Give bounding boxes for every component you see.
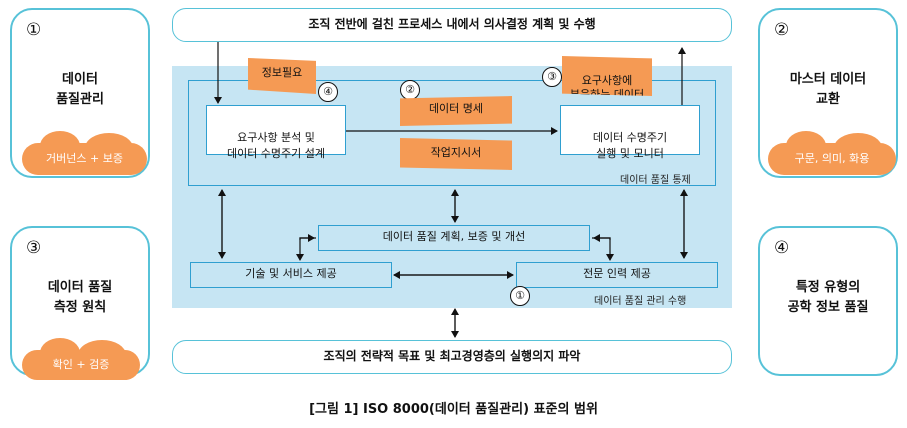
card-number: ③ bbox=[26, 238, 42, 258]
card-engineering-info-quality: ④ 특정 유형의 공학 정보 품질 bbox=[758, 226, 898, 376]
quality-plan-label: 데이터 품질 계획, 보증 및 개선 bbox=[382, 230, 526, 243]
top-bar-label: 조직 전반에 걸친 프로세스 내에서 의사결정 계획 및 수행 bbox=[308, 17, 596, 31]
top-bar: 조직 전반에 걸친 프로세스 내에서 의사결정 계획 및 수행 bbox=[172, 8, 732, 42]
flag-conforming-data: 요구사항에 부응하는 데이터 bbox=[562, 56, 652, 96]
bottom-bar-label: 조직의 전략적 목표 및 최고경영층의 실행의지 파악 bbox=[323, 349, 581, 363]
quality-management-label: 데이터 품질 관리 수행 bbox=[594, 296, 687, 307]
flag-label: 작업지시서 bbox=[430, 146, 482, 159]
cloud-validation: 확인 + 검증 bbox=[22, 338, 140, 380]
bottom-bar: 조직의 전략적 목표 및 최고경영층의 실행의지 파악 bbox=[172, 340, 732, 374]
card-title: 마스터 데이터 교환 bbox=[789, 72, 867, 107]
cloud-label: 거버넌스 + 보증 bbox=[46, 152, 123, 165]
figure-caption: [그림 1] ISO 8000(데이터 품질관리) 표준의 범위 bbox=[309, 402, 598, 417]
flag-label: 정보필요 bbox=[261, 66, 303, 79]
card-number: ② bbox=[774, 20, 790, 40]
step-number-4: ④ bbox=[318, 82, 338, 102]
card-number: ① bbox=[26, 20, 42, 40]
step-number-1: ① bbox=[510, 286, 530, 306]
step-number-2: ② bbox=[400, 80, 420, 100]
tech-service-box: 기술 및 서비스 제공 bbox=[190, 262, 392, 288]
card-title: 데이터 품질 측정 원칙 bbox=[47, 280, 113, 315]
quality-plan-box: 데이터 품질 계획, 보증 및 개선 bbox=[318, 225, 590, 251]
card-title: 데이터 품질관리 bbox=[56, 72, 104, 107]
cloud-governance-assurance: 거버넌스 + 보증 bbox=[22, 131, 147, 175]
step-number-3: ③ bbox=[542, 67, 562, 87]
requirements-analysis-box: 요구사항 분석 및 데이터 수명주기 설계 bbox=[206, 105, 346, 160]
flag-data-specification: 데이터 명세 bbox=[400, 96, 512, 126]
cloud-syntax-semantics: 구문, 의미, 화용 bbox=[768, 131, 896, 175]
requirements-analysis-label: 요구사항 분석 및 데이터 수명주기 설계 bbox=[226, 131, 326, 160]
flag-label: 데이터 명세 bbox=[428, 102, 484, 115]
expert-staff-box: 전문 인력 제공 bbox=[516, 262, 718, 288]
expert-staff-label: 전문 인력 제공 bbox=[583, 267, 651, 280]
card-number: ④ bbox=[774, 238, 790, 258]
tech-service-label: 기술 및 서비스 제공 bbox=[245, 267, 337, 280]
flag-label: 요구사항에 부응하는 데이터 bbox=[570, 74, 645, 101]
quality-control-label: 데이터 품질 통제 bbox=[620, 175, 691, 186]
card-title: 특정 유형의 공학 정보 품질 bbox=[787, 280, 869, 315]
cloud-label: 구문, 의미, 화용 bbox=[794, 152, 870, 165]
flag-information-need: 정보필요 bbox=[248, 58, 316, 94]
cloud-label: 확인 + 검증 bbox=[52, 358, 110, 371]
lifecycle-execution-box: 데이터 수명주기 실행 및 모니터 bbox=[560, 105, 700, 160]
lifecycle-execution-label: 데이터 수명주기 실행 및 모니터 bbox=[592, 131, 668, 160]
flag-work-order: 작업지시서 bbox=[400, 138, 512, 170]
